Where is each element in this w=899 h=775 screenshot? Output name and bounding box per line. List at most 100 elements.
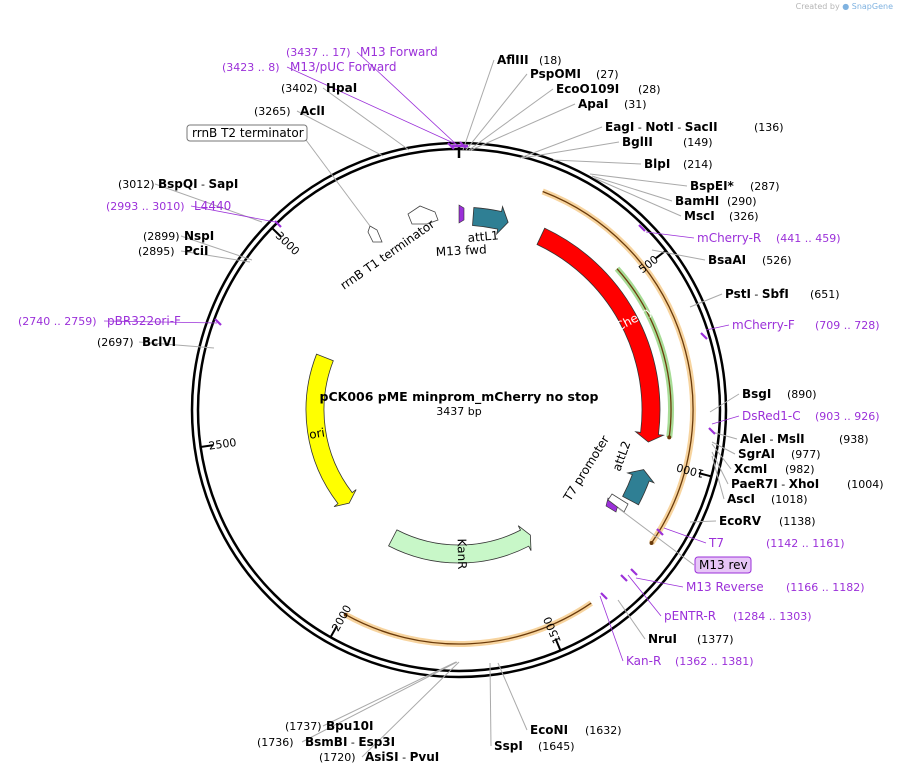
enzyme-leader-ecorv [689,520,717,523]
primer-m13-forward: (3437 .. 17)M13 Forward [286,45,438,59]
primer-name: T7 [708,536,724,550]
enzyme-position: (526) [762,254,792,267]
primer-leader-pbr322ori-f [103,320,218,324]
enzyme-name: BlpI [644,157,670,171]
enzyme-position: (2899) [143,230,180,243]
primer-site-pbr322ori-f [214,318,222,326]
tick-mark-1500 [554,638,562,652]
enzyme-leader-bglii [521,141,620,159]
primer-site-m13-reverse [630,568,638,576]
feature-label-kanr: KanR [455,538,470,569]
enzyme-name: PciI [184,244,209,258]
mcherry-inner-track-end [667,435,672,440]
center-title: pCK006 pME minprom_mCherry no stop 3437 … [320,389,599,418]
enzyme-position: (938) [839,433,869,446]
enzyme-position: (3265) [254,105,291,118]
enzyme-name: PvuI [410,750,440,764]
enzyme-leader-ecoo109i [468,88,554,151]
enzyme-label: BspQI - SapI [158,177,238,191]
enzyme-name: AscI [727,492,755,506]
primer-name: mCherry-F [732,318,795,332]
primer-leader-pentr-r [627,574,662,617]
snapgene-logo: ● SnapGene [842,2,893,11]
enzyme-site-bglii: BglII(149) [622,135,713,149]
enzyme-label: MscI [684,209,715,223]
tick-label-1000: 1000 [675,460,705,480]
primer-site-dsred1-c [708,427,716,435]
primer-leader-mcherry-f [705,324,730,331]
primer-mcherry-r: (441 .. 459)mCherry-R [697,231,841,245]
enzyme-name: PstI [725,287,751,301]
enzyme-name: PspOMI [530,67,581,81]
primer-leader-l4440 [190,205,276,223]
feature-ori [305,353,357,508]
boxed-label-rrnb-t2-terminator: rrnB T2 terminator [186,124,308,142]
enzyme-label: BlpI [644,157,670,171]
primer-site-pentr-r [620,574,628,582]
enzyme-leader-bspqi-sapi [154,183,263,223]
mcherry-primer-track-end [649,541,654,546]
enzyme-site-sspi: SspI(1645) [494,739,575,753]
enzyme-name: NotI [645,120,674,134]
enzyme-leader-eagi-noti-sacii [519,126,603,159]
enzyme-leader-msci [593,177,682,217]
plasmid-name: pCK006 pME minprom_mCherry no stop [320,389,599,405]
primer-name: M13 Reverse [686,580,764,594]
enzyme-label: BsgI [742,387,771,401]
primer-pentr-r: (1284 .. 1303)pENTR-R [664,609,812,623]
enzyme-label: AleI - MslI [740,432,805,446]
enzyme-name: Esp3I [358,735,395,749]
enzyme-position: (149) [683,136,713,149]
enzyme-site-asisi-pvui: AsiSI - PvuI(1720) [319,750,439,764]
enzyme-site-xcmi: XcmI(982) [734,462,815,476]
primer-kan-r: (1362 .. 1381)Kan-R [626,654,754,668]
enzyme-label: NspI [184,229,214,243]
primer-range: (709 .. 728) [815,319,880,332]
rrnb-t2-label: rrnB T2 terminator [192,126,304,140]
enzyme-site-apai: ApaI(31) [578,97,647,111]
enzyme-label: PstI - SbfI [725,287,789,301]
mcherry-inner-track [616,268,672,438]
primer-range: (1362 .. 1381) [675,655,754,668]
enzyme-name: BclVI [142,335,176,349]
rrnb-t2-leader [305,139,371,227]
enzyme-site-bclvi: BclVI(2697) [97,335,176,349]
enzyme-position: (287) [750,180,780,193]
primer-dsred1-c: (903 .. 926)DsRed1-C [742,409,880,423]
enzyme-separator: - [751,288,762,301]
enzyme-name: AleI [740,432,766,446]
enzyme-site-acli: AclI(3265) [254,104,325,118]
site-labels: AflIII(18)PspOMI(27)EcoO109I(28)ApaI(31)… [18,45,884,764]
enzyme-position: (2895) [138,245,175,258]
enzyme-site-sgrai: SgrAI(977) [738,447,821,461]
primer-name: L4440 [194,199,231,213]
enzyme-position: (1018) [771,493,808,506]
primer-name: pENTR-R [664,609,716,623]
enzyme-separator: - [347,736,358,749]
kanr-primer-track [345,602,592,645]
enzyme-label: BclVI [142,335,176,349]
enzyme-site-bamhi: BamHI(290) [675,194,757,208]
enzyme-leader-sspi [489,662,492,747]
enzyme-name: BsaAI [708,253,746,267]
credit: Created by ● SnapGene [796,2,893,11]
enzyme-label: EcoNI [530,723,568,737]
enzyme-label: BspEI* [690,179,735,193]
enzyme-name: NruI [648,632,677,646]
primer-range: (2993 .. 3010) [106,200,185,213]
enzyme-site-alei-msli: AleI - MslI (938) [740,432,869,446]
enzyme-site-pspomi: PspOMI(27) [530,67,619,81]
feature-label-attl2: attL2 [610,439,634,473]
feature-attl2 [622,469,656,506]
enzyme-site-asci: AscI (1018) [727,492,808,506]
enzyme-leader-nrui [617,599,646,640]
primer-range: (1142 .. 1161) [766,537,845,550]
enzyme-name: SbfI [762,287,789,301]
enzyme-name: HpaI [326,81,357,95]
enzyme-position: (890) [787,388,817,401]
primer-name: M13/pUC Forward [290,60,397,74]
enzyme-label: Bpu10I [326,719,373,733]
feature-kanr [388,525,532,564]
enzyme-label: AscI [727,492,755,506]
enzyme-leader-bclvi [138,341,215,349]
